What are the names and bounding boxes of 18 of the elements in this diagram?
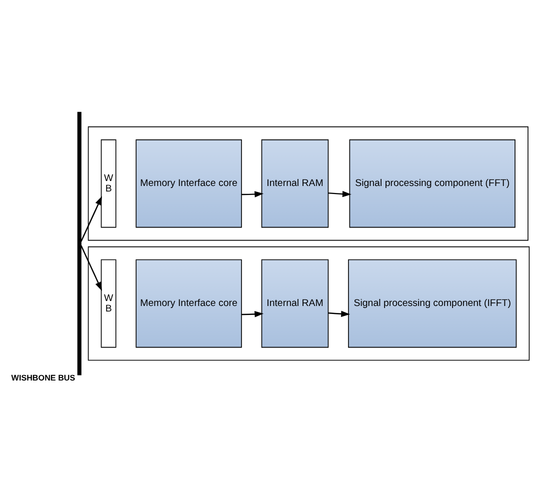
- arrow: [242, 191, 264, 198]
- node-box: Signal processing component (IFFT): [348, 259, 517, 348]
- node-box: Internal RAM: [261, 259, 329, 348]
- node-box: Memory Interface core: [136, 139, 242, 228]
- cluster: [88, 126, 528, 241]
- arrow: [80, 196, 102, 242]
- node-box: W B: [100, 259, 116, 348]
- arrow: [80, 245, 102, 291]
- node-box: Internal RAM: [261, 139, 329, 228]
- arrow: [242, 311, 264, 318]
- arrow: [328, 310, 350, 318]
- node-box: Memory Interface core: [136, 259, 242, 348]
- node-box: W B: [100, 139, 116, 228]
- node-box: Signal processing component (FFT): [349, 139, 516, 228]
- cluster: [88, 246, 530, 361]
- node-label: WISHBONE BUS: [11, 374, 76, 383]
- arrow: [328, 190, 352, 198]
- node-bar: [77, 112, 82, 376]
